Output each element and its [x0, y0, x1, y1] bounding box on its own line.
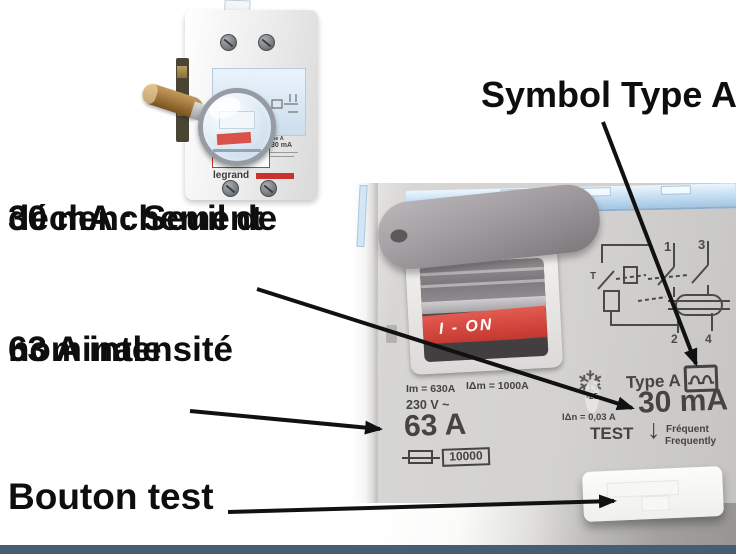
product-photo: Type A 30 mA DJ A legrand [139, 0, 325, 212]
label-symbol-type-a: Symbol Type A [481, 74, 736, 115]
label-line: 30 mA : Seuil de [8, 199, 278, 238]
terminal-2-label: 2 [671, 332, 678, 345]
frequent-en-label: Frequently [665, 436, 717, 447]
closeup-photo: I - ON [352, 183, 736, 546]
test-mark-label: T [590, 271, 596, 282]
type-a-symbol-icon [683, 364, 719, 393]
frequent-fr-label: Fréquent [666, 424, 709, 435]
label-bouton-test: Bouton test [8, 476, 214, 517]
device-left-edge [352, 183, 378, 546]
label-line: 63 A intensité [8, 330, 233, 369]
terminal-screw [260, 180, 277, 197]
rating-idn: IΔn = 0,03 A [562, 412, 616, 423]
magnified-line-fragment [213, 149, 261, 152]
mini-type-a-label: Type A [266, 136, 284, 142]
terminal-3-label: 3 [698, 239, 705, 252]
tiny-text-line [268, 152, 298, 153]
fuse-icon [402, 450, 440, 466]
terminal-4-label: 4 [705, 332, 712, 345]
rating-idm: IΔm = 1000A [466, 380, 529, 392]
arrow-bouton-test [227, 494, 617, 514]
rating-voltage: 230 V ~ [406, 398, 450, 412]
arrow-symbol-type-a [601, 121, 698, 367]
terminal-screw [220, 34, 237, 51]
arrow-seuil-declenchement [256, 287, 635, 411]
brand-red-bar [256, 173, 294, 179]
fuse-body [408, 450, 433, 464]
mini-sensitivity-label: 30 mA [271, 142, 293, 149]
test-label: TEST [590, 424, 634, 443]
brand-label: legrand [213, 170, 250, 181]
magnifier-lens-icon [198, 88, 276, 166]
terminal-1-label: 1 [664, 239, 671, 254]
terminal-screw [258, 34, 275, 51]
housing-notch [386, 325, 397, 343]
tiny-text-line [268, 156, 294, 157]
wiring-diagram: 1 3 2 4 T [590, 239, 730, 345]
din-clip-pin [177, 66, 187, 78]
down-arrow-icon: ↓ [647, 414, 661, 444]
label-line: déclenchement [8, 199, 263, 238]
terminal-screw [222, 180, 239, 197]
label-line: nominale [8, 330, 162, 369]
rating-im: Im = 630A [406, 383, 456, 395]
fuse-wire [402, 457, 440, 459]
footer-bar [0, 545, 736, 554]
arrow-intensite-nominale [189, 409, 383, 435]
